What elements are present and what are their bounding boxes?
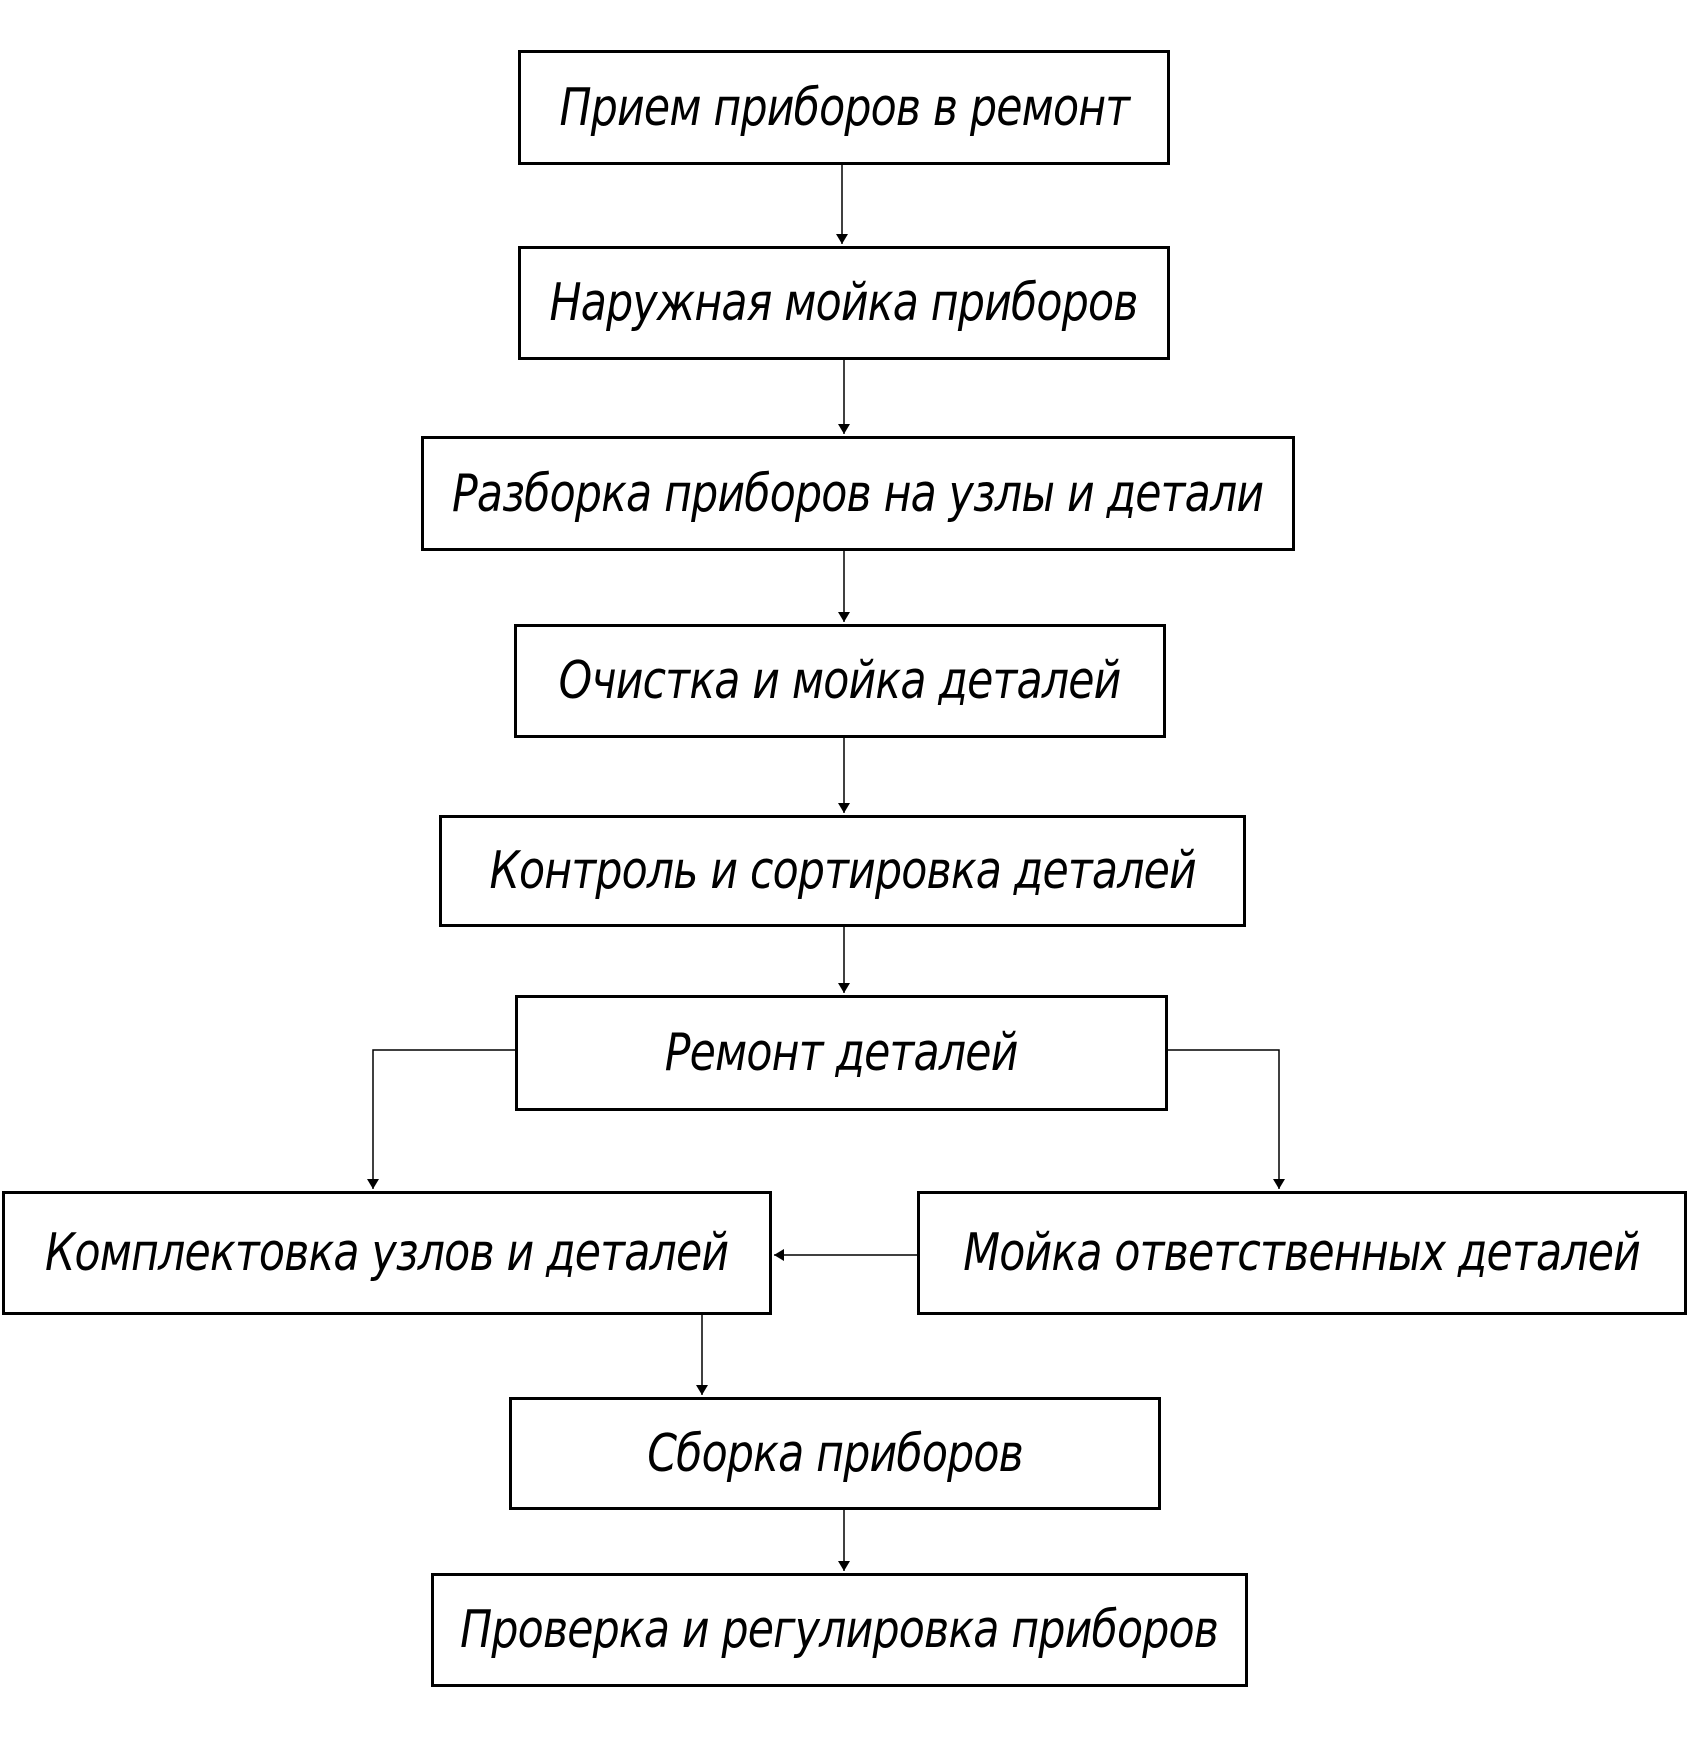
step-kitting-label: Комплектовка узлов и деталей (45, 1223, 729, 1283)
step-repair-label: Ремонт деталей (665, 1023, 1019, 1083)
step-testing: Проверка и регулировка приборов (431, 1573, 1248, 1687)
step-disassembly: Разборка приборов на узлы и детали (421, 436, 1295, 551)
step-kitting: Комплектовка узлов и деталей (2, 1191, 772, 1315)
step-repair: Ремонт деталей (515, 995, 1168, 1111)
step-critical-wash-label: Мойка ответственных деталей (963, 1223, 1642, 1283)
step-critical-wash: Мойка ответственных деталей (917, 1191, 1687, 1315)
step-external-wash: Наружная мойка приборов (518, 246, 1170, 360)
step-intake-label: Прием приборов в ремонт (559, 77, 1130, 138)
step-intake: Прием приборов в ремонт (518, 50, 1170, 165)
step-inspection-label: Контроль и сортировка деталей (489, 841, 1196, 901)
step-disassembly-label: Разборка приборов на узлы и детали (452, 463, 1264, 524)
step-external-wash-label: Наружная мойка приборов (550, 273, 1139, 333)
step-assembly: Сборка приборов (509, 1397, 1161, 1510)
step-cleaning-label: Очистка и мойка деталей (559, 651, 1122, 711)
step-cleaning: Очистка и мойка деталей (514, 624, 1166, 738)
step-testing-label: Проверка и регулировка приборов (460, 1600, 1220, 1660)
arrow-repair-to-critical-wash (1168, 1049, 1285, 1189)
connector-group (367, 165, 1285, 1571)
step-assembly-label: Сборка приборов (647, 1423, 1024, 1484)
step-inspection: Контроль и сортировка деталей (439, 815, 1246, 927)
arrow-repair-to-kitting (367, 1049, 515, 1189)
